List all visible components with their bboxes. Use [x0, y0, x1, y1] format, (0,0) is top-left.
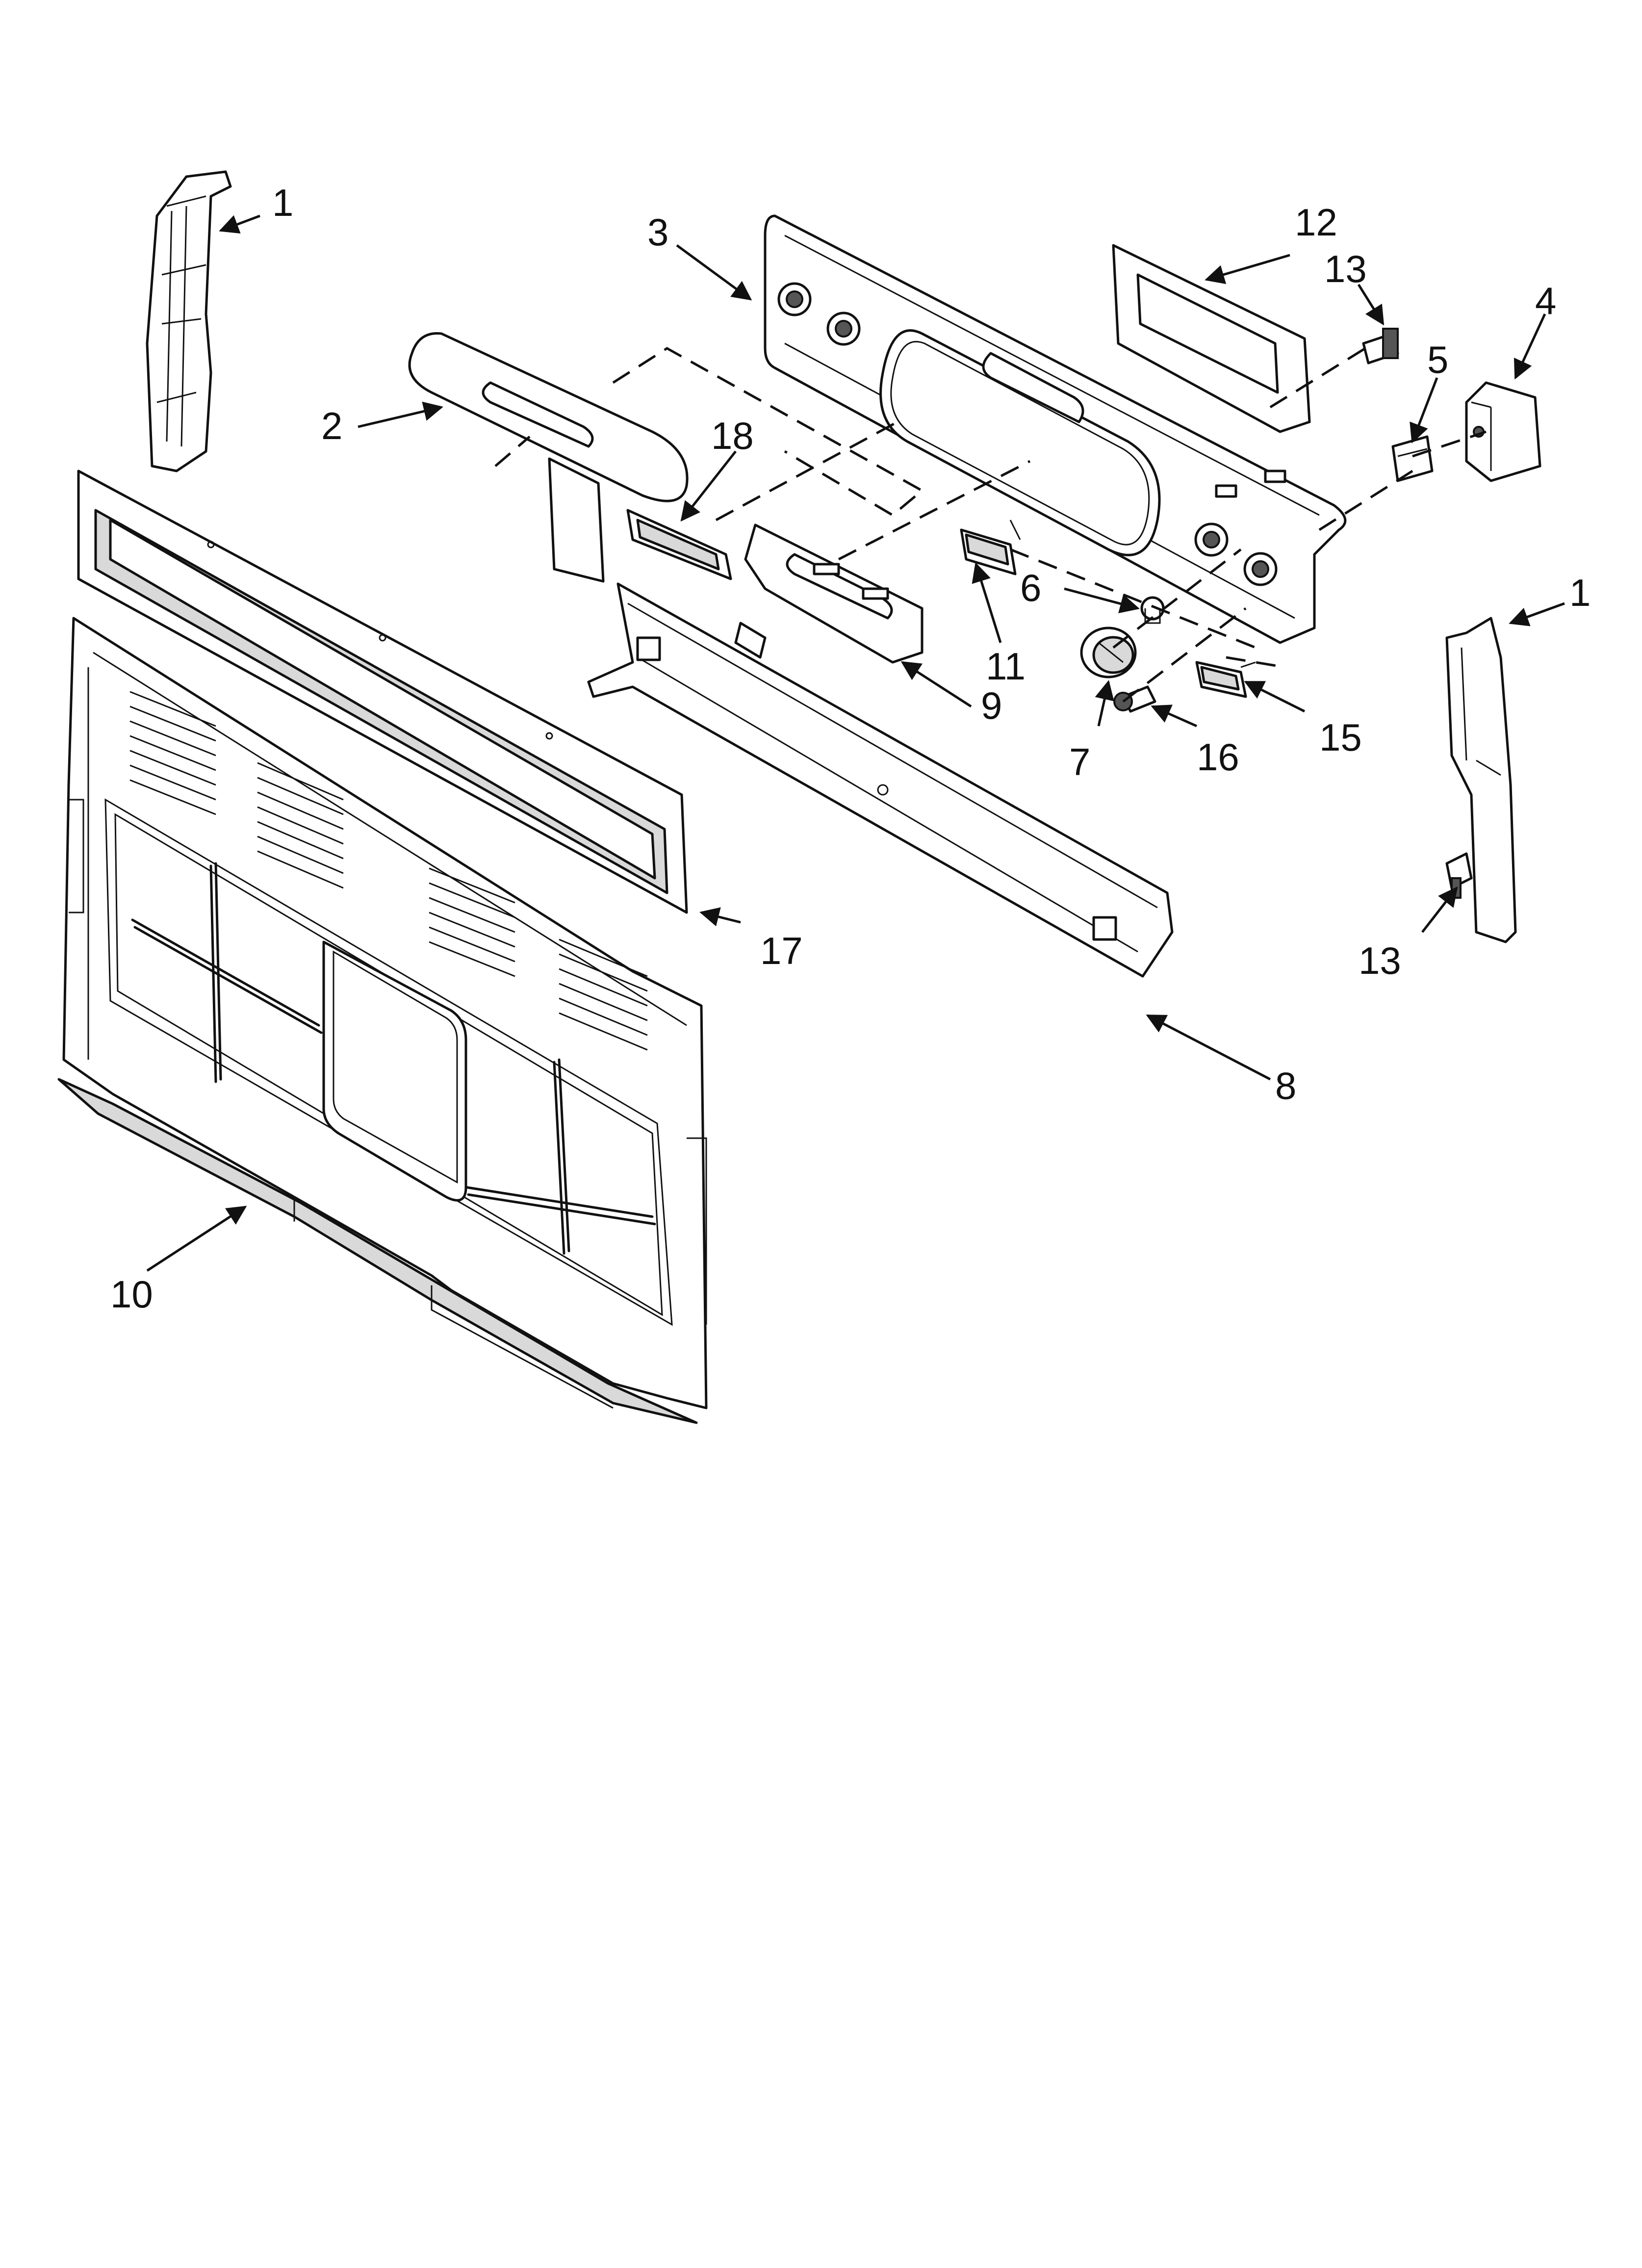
part-8-rail: [587, 582, 1174, 978]
callout-2: 2: [321, 404, 342, 447]
leader-arrows: [146, 214, 1565, 1272]
part-11-switch: [960, 520, 1021, 575]
part-13-screw-lower: [1445, 852, 1473, 899]
callout-10: 10: [110, 1273, 153, 1316]
callout-3: 3: [647, 210, 668, 254]
callout-7: 7: [1069, 740, 1090, 783]
callout-18: 18: [711, 414, 754, 457]
callout-8: 8: [1275, 1064, 1296, 1107]
part-5-clip: [1391, 435, 1434, 482]
part-2-overlay: [408, 332, 689, 583]
part-12-display-trim: [1112, 244, 1311, 433]
part-18-button: [626, 509, 732, 580]
callout-12: 12: [1295, 201, 1337, 244]
callout-17: 17: [760, 929, 803, 972]
callout-4: 4: [1535, 279, 1556, 322]
callout-labels: 1 1 2 3 4 5 6 7 8 9 10 11 12 13 13 15 16…: [110, 181, 1591, 1316]
callout-15: 15: [1319, 716, 1362, 759]
callout-5: 5: [1427, 338, 1448, 381]
callout-11: 11: [986, 645, 1026, 688]
part-15-rocker: [1195, 661, 1256, 698]
part-13-screw-upper: [1362, 328, 1399, 365]
callout-9: 9: [981, 684, 1002, 727]
callout-1-left: 1: [272, 181, 293, 224]
callout-16: 16: [1197, 735, 1239, 779]
alignment-lines: [494, 342, 1487, 703]
part-16-screw: [1113, 685, 1156, 713]
callout-13-lower: 13: [1359, 939, 1401, 982]
callout-1-right: 1: [1569, 571, 1591, 614]
callout-13-upper: 13: [1324, 247, 1367, 290]
callout-6: 6: [1020, 566, 1041, 609]
part-9-display-board: [744, 523, 924, 664]
part-4-switch: [1465, 381, 1541, 482]
part-1-right-endcap: [1445, 617, 1517, 943]
part-1-left-endcap: [146, 170, 232, 472]
part-10-back-panel: [57, 617, 708, 1424]
part-17-frame: [77, 469, 688, 914]
part-3-console-panel: [764, 214, 1347, 644]
